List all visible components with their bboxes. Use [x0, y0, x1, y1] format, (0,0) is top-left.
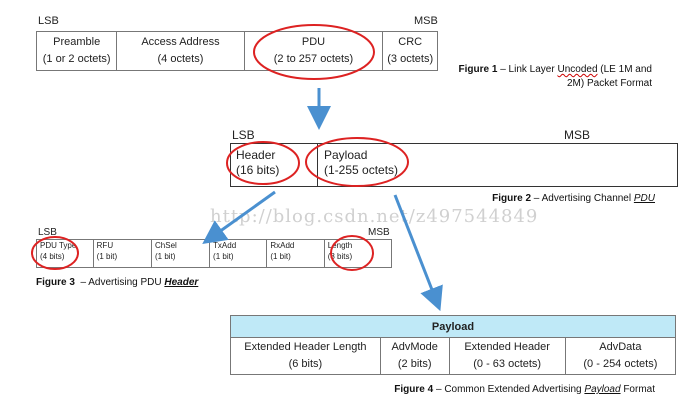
fig2-lsb-label: LSB: [232, 128, 255, 142]
payload-title-cell: Payload: [230, 314, 676, 339]
advmode-field: AdvMode(2 bits): [379, 337, 450, 375]
preamble-field: Preamble(1 or 2 octets): [35, 31, 118, 71]
link-layer-packet-table: Preamble(1 or 2 octets) Access Address(4…: [35, 31, 438, 71]
pdu-highlight-ellipse: [253, 24, 375, 80]
advertising-pdu-box: [230, 143, 678, 187]
rfu-field: RFU(1 bit): [92, 239, 153, 268]
pdu-payload-field: Payload(1-255 octets): [324, 148, 399, 177]
fig1-lsb-label: LSB: [38, 15, 59, 27]
pdu-field: PDU(2 to 257 octets): [243, 31, 384, 71]
figure-4-caption: Figure 4 – Common Extended Advertising P…: [394, 384, 655, 395]
watermark-url: http://blog.csdn.net/z497544849: [210, 206, 539, 227]
ext-header-length-field: Extended Header Length(6 bits): [230, 337, 381, 375]
pdu-header-field: Header(16 bits): [236, 148, 280, 177]
advdata-field: AdvData(0 - 254 octets): [564, 337, 677, 375]
arrow-payload-to-fig4: [393, 194, 443, 312]
figure-2-caption: Figure 2 – Advertising Channel PDU: [492, 193, 655, 204]
payload-highlight-ellipse: [305, 137, 409, 187]
fig1-msb-label: MSB: [414, 15, 438, 27]
crc-field: CRC(3 octets): [382, 31, 438, 71]
figure-3-caption: Figure 3 – Advertising PDU Header: [36, 277, 199, 288]
fig2-msb-label: MSB: [564, 128, 591, 142]
pdu-header-table: PDU Type(4 bits) RFU(1 bit) ChSel(1 bit)…: [36, 239, 393, 268]
extended-header-field: Extended Header(0 - 63 octets): [448, 337, 566, 375]
extended-payload-table: Payload Extended Header Length(6 bits) A…: [230, 314, 677, 375]
rxadd-field: RxAdd(1 bit): [266, 239, 325, 268]
arrow-header-to-fig3: [202, 190, 276, 244]
length-highlight-ellipse: [330, 235, 374, 271]
pdu-type-highlight-ellipse: [31, 236, 79, 270]
pdu-divider: [317, 143, 318, 187]
pdu-type-field: PDU Type(4 bits): [36, 239, 94, 268]
access-address-field: Access Address(4 octets): [116, 31, 245, 71]
figure-1-caption: Figure 1 – Link Layer Uncoded (LE 1M and…: [458, 64, 652, 89]
fig3-msb-label: MSB: [368, 227, 390, 238]
header-highlight-ellipse: [226, 141, 300, 185]
fig3-lsb-label: LSB: [38, 227, 57, 238]
